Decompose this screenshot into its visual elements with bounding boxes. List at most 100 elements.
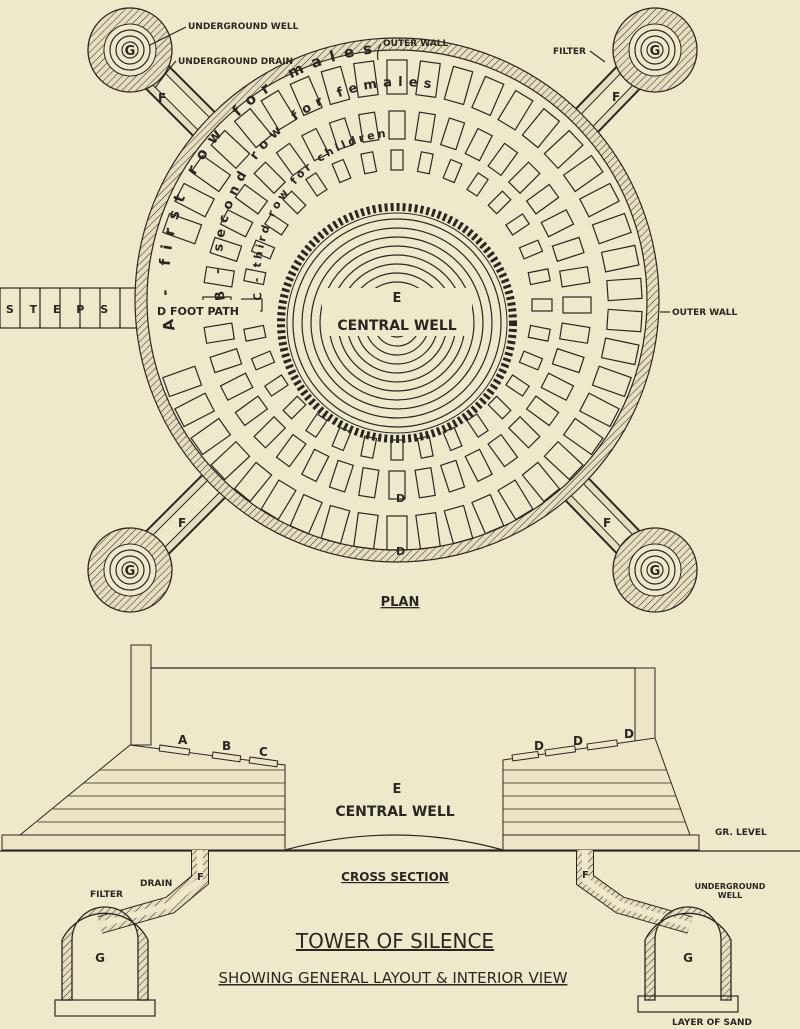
drain-letter-section: F <box>197 872 204 883</box>
compartment <box>275 142 307 177</box>
compartment <box>353 60 379 99</box>
drain-letter-section: F <box>582 870 589 881</box>
well-letter: G <box>650 44 661 59</box>
compartment <box>591 365 632 398</box>
outer-wall-top-label: OUTER WALL <box>383 39 449 49</box>
compartment <box>551 236 585 263</box>
compartment <box>578 182 620 218</box>
central-well-label: CENTRAL WELL <box>337 318 456 334</box>
compartment <box>282 395 307 420</box>
compartment <box>442 158 463 184</box>
compartment <box>416 435 434 459</box>
compartment <box>527 268 551 286</box>
compartment <box>386 59 408 95</box>
subtitle: SHOWING GENERAL LAYOUT & INTERIOR VIEW <box>219 969 568 987</box>
compartment <box>606 277 643 302</box>
well-letter: G <box>95 951 105 965</box>
compartment <box>551 347 585 374</box>
compartment <box>562 296 592 314</box>
well-letter: G <box>650 564 661 579</box>
label-b: B <box>222 739 231 753</box>
steps: S T E P S <box>0 287 141 329</box>
label-a: A <box>178 733 188 747</box>
satellite-well: G <box>87 527 173 613</box>
drain-letter: F <box>178 516 186 530</box>
compartment <box>414 467 436 499</box>
compartment <box>543 129 584 170</box>
compartment <box>531 298 553 312</box>
main-title: TOWER OF SILENCE <box>295 929 494 953</box>
outer-wall <box>135 38 659 562</box>
label-d: D <box>573 734 583 748</box>
compartment <box>466 171 489 197</box>
compartment <box>562 417 604 456</box>
cross-section-title: CROSS SECTION <box>341 870 449 884</box>
compartment <box>443 504 474 545</box>
section-central-well-label: CENTRAL WELL <box>335 804 454 820</box>
compartment <box>443 65 474 106</box>
compartment <box>234 183 269 215</box>
compartment <box>388 110 406 140</box>
compartment <box>415 511 441 550</box>
compartment <box>190 154 232 193</box>
compartment <box>360 151 378 175</box>
compartment <box>320 504 351 545</box>
compartment <box>507 415 541 449</box>
compartment <box>487 190 512 215</box>
brick-courses <box>37 769 686 823</box>
compartment <box>203 266 235 288</box>
compartment <box>320 65 351 106</box>
well-letter: G <box>683 951 693 965</box>
compartment <box>578 392 620 428</box>
compartment <box>497 479 534 521</box>
compartment <box>464 127 494 162</box>
compartment <box>209 347 243 374</box>
right-pillar <box>634 667 656 744</box>
compartment <box>360 435 378 459</box>
compartment <box>521 461 561 503</box>
compartment <box>471 493 505 535</box>
compartment <box>487 433 519 468</box>
label-d: D <box>624 727 634 741</box>
compartment <box>233 107 273 149</box>
satellite-well: G <box>87 7 173 93</box>
satellite-well: G <box>612 527 698 613</box>
compartment <box>606 308 643 333</box>
drain-letter: F <box>612 90 620 104</box>
compartment <box>174 182 216 218</box>
compartment <box>497 89 534 131</box>
compartment <box>388 470 406 500</box>
compartment <box>416 151 434 175</box>
compartment <box>464 448 494 483</box>
section-well-letter: E <box>393 782 402 797</box>
filter-label: FILTER <box>553 47 586 57</box>
compartment <box>263 213 289 236</box>
compartment <box>540 208 575 238</box>
compartment <box>250 350 276 371</box>
satellite-well: G <box>612 7 698 93</box>
drain-letter: F <box>158 91 166 105</box>
compartment <box>233 461 273 503</box>
compartment <box>282 190 307 215</box>
compartment <box>518 350 544 371</box>
compartment <box>527 324 551 342</box>
compartment <box>243 268 267 286</box>
compartment <box>358 467 380 499</box>
central-well-rim <box>277 203 517 443</box>
compartment <box>507 161 541 195</box>
compartment <box>162 365 203 398</box>
compartment <box>275 433 307 468</box>
compartment <box>518 239 544 260</box>
compartment <box>353 511 379 550</box>
compartment <box>190 417 232 456</box>
drain-letter: F <box>603 516 611 530</box>
layer-of-sand-label: LAYER OF SAND <box>672 1018 752 1028</box>
compartment <box>390 149 404 171</box>
compartment <box>439 117 466 151</box>
compartment <box>600 244 640 273</box>
plan-title: PLAN <box>381 595 420 610</box>
compartment <box>174 392 216 428</box>
compartment <box>442 426 463 452</box>
compartment <box>219 208 254 238</box>
